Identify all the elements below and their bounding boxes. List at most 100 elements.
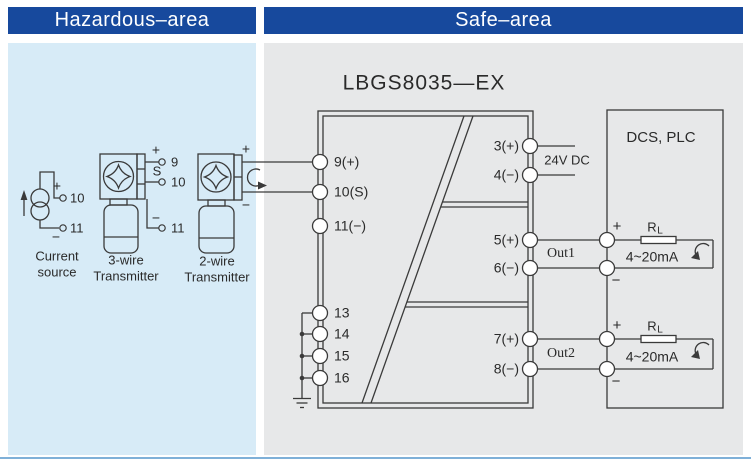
transmitter-dial-icon [105,163,132,190]
wire [39,171,60,199]
signal-label: S [153,163,162,178]
terminal-stub [158,178,166,186]
transmitter-neck [207,199,226,207]
polarity-plus: + [152,142,160,158]
terminal-15 [311,347,329,365]
polarity-minus: − [152,210,160,226]
terminal-stub [59,194,67,202]
out2-load-loop: + − R L 4~20mA [598,317,714,390]
terminal-5 [521,231,539,249]
terminal-label: 8(−) [494,361,519,377]
hazardous-area-title: Hazardous–area [54,9,210,31]
terminal-13 [311,304,329,322]
terminal-7 [521,330,539,348]
terminal-label: 13 [334,305,350,321]
ground-icon [293,397,311,409]
terminal-9 [311,153,329,171]
three-wire-transmitter: + S − 9 10 11 3-wire Transmitter [93,142,185,284]
junction-dot [299,331,305,337]
dcs-terminal-plus [598,330,616,348]
terminal-label: 6(−) [494,260,519,276]
polarity-minus: − [242,197,250,213]
polarity-minus: − [612,272,621,289]
transmitter-body [198,205,235,254]
isolator-outline [322,115,529,404]
current-source: + − 10 11 Current source [20,171,84,279]
safe-area-header: Safe–area [264,7,743,34]
terminal-label: 4(−) [494,167,519,183]
terminal-label: 14 [334,326,350,342]
device-title: LBGS8035—EX [343,72,506,95]
transmitter-label: Transmitter [93,268,159,283]
dcs-plc-block: DCS, PLC + − R L 4~20mA [598,109,724,409]
loop-arrow-icon [694,341,710,355]
terminal-label: 5(+) [494,232,519,248]
current-range-label: 4~20mA [626,349,679,365]
two-wire-transmitter: + − 2-wire Transmitter [184,141,320,284]
polarity-plus: + [613,218,622,235]
isolator-outline [317,110,534,409]
junction-dot [299,375,305,381]
terminal-16 [311,369,329,387]
terminal-stub [158,224,166,232]
current-direction-arrow-icon [20,190,28,200]
isolation-barrier [361,115,465,404]
transmitter-label: 3-wire [108,252,143,267]
out2-label: Out2 [547,346,575,361]
polarity-minus: − [52,229,60,245]
transmitter-dial-icon [200,161,232,193]
loop-arrow-icon [258,181,267,190]
load-resistor-label: L [657,226,663,237]
bottom-divider [0,457,751,459]
dcs-outline [606,109,724,409]
junction-dot [299,353,305,359]
load-resistor [640,235,677,245]
transmitter-label: Transmitter [184,269,250,284]
terminal-14 [311,325,329,343]
terminal-4 [521,166,539,184]
terminal-8 [521,360,539,378]
loop-arrow-icon [691,251,700,260]
terminal-stub [158,158,166,166]
ground-bus [293,312,312,409]
safe-area-title: Safe–area [455,9,552,31]
terminal-number: 10 [171,174,185,189]
loop-arrow-icon [691,350,700,359]
terminal-label: 11(−) [334,218,366,234]
transmitter-dial-icon [102,160,135,193]
terminal-number: 9 [171,154,178,169]
terminal-3 [521,137,539,155]
polarity-plus: + [613,317,622,334]
dcs-terminal-minus [598,259,616,277]
terminal-strip [136,153,146,200]
dcs-terminal-minus [598,360,616,378]
polarity-minus: − [612,373,621,390]
polarity-plus: + [53,178,61,194]
polarity-plus: + [242,141,250,157]
dcs-title: DCS, PLC [626,129,695,146]
current-source-symbol [30,201,50,221]
load-resistor [640,334,677,344]
transmitter-dial-icon [202,163,230,191]
terminal-number: 10 [70,190,84,205]
terminal-label: 15 [334,348,350,364]
terminal-label: 10(S) [334,184,368,200]
terminal-number: 11 [70,220,84,235]
loop-arrow-icon [246,168,261,187]
dcs-terminal-plus [598,231,616,249]
terminal-label: 9(+) [334,154,359,170]
loop-arrow-icon [694,242,710,256]
terminal-10 [311,183,329,201]
wire [146,199,159,229]
terminal-6 [521,259,539,277]
current-source-label: Current [35,248,79,263]
current-range-label: 4~20mA [626,249,679,265]
hazardous-area-panel [8,43,256,455]
current-source-label: source [37,264,76,279]
hazardous-area-header: Hazardous–area [8,7,256,34]
isolator-block: LBGS8035—EX [293,72,607,409]
transmitter-label: 2-wire [199,253,234,268]
terminal-number: 11 [171,220,185,235]
